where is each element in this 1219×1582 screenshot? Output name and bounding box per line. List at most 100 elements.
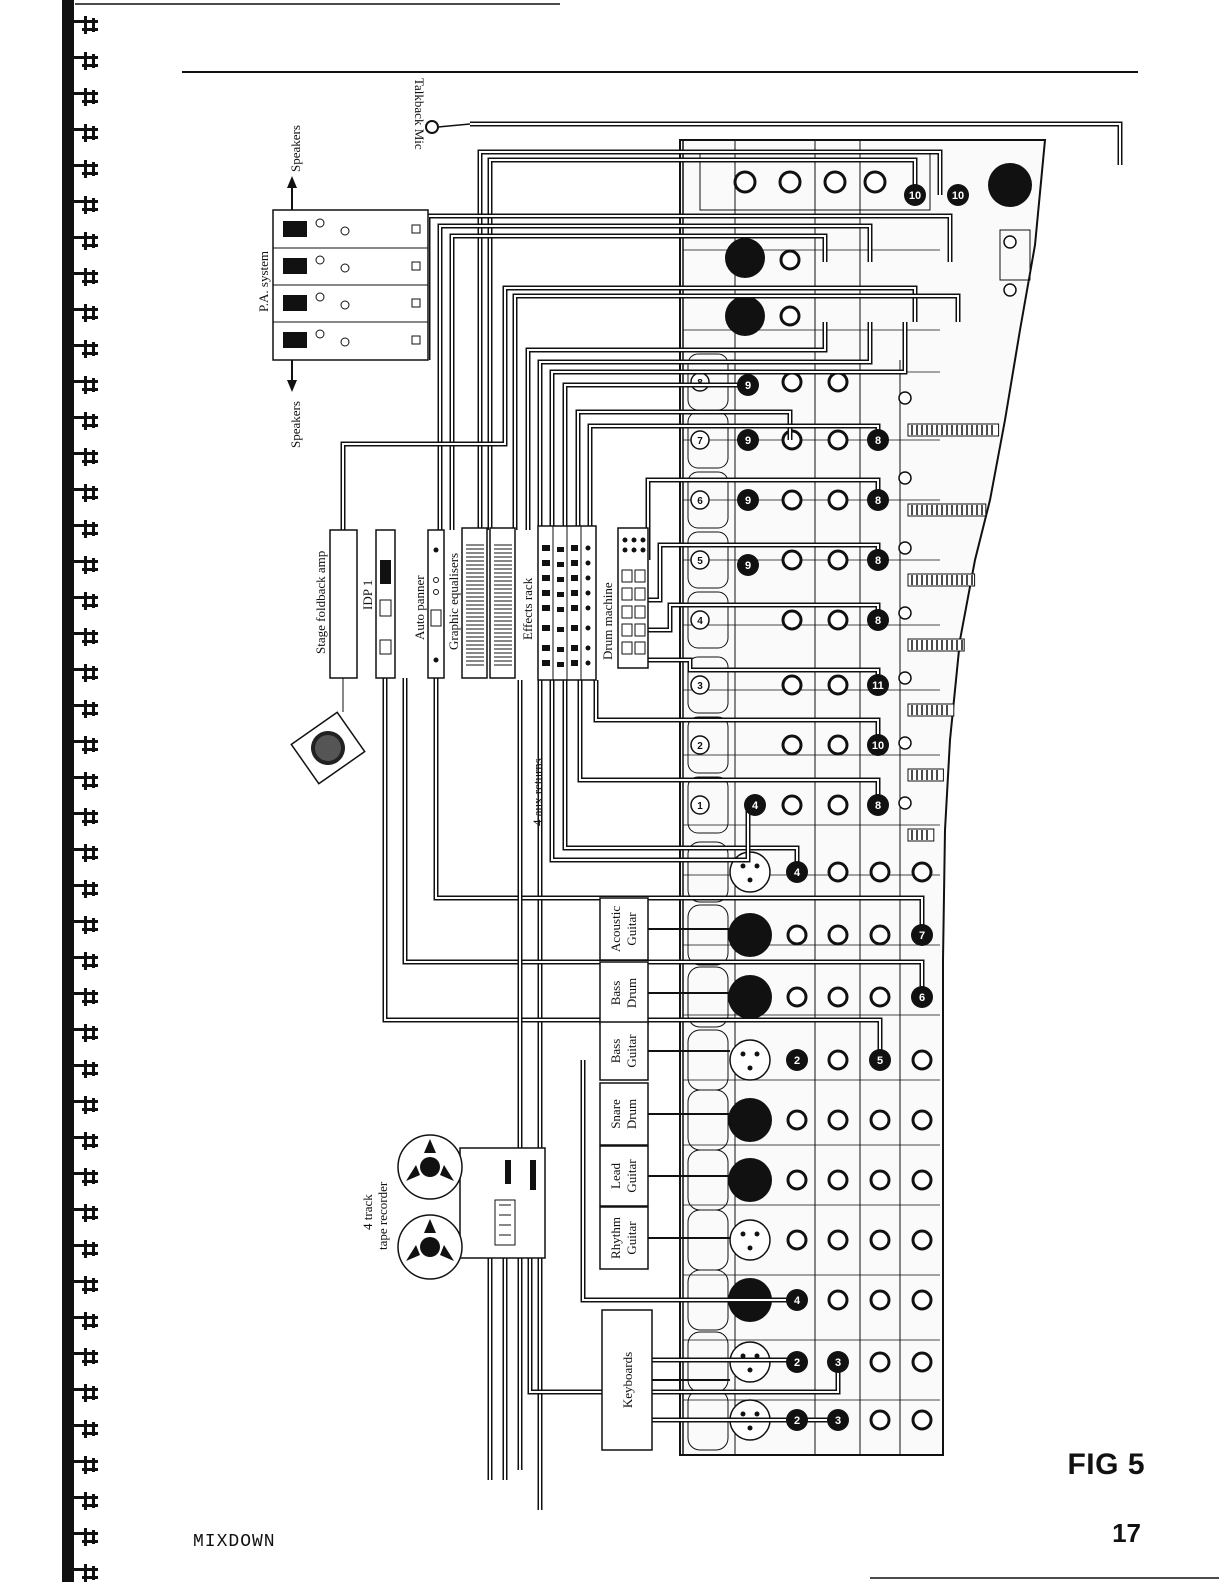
xlr-socket[interactable]	[729, 1219, 771, 1261]
mic-input-knob[interactable]	[728, 975, 772, 1019]
svg-text:3: 3	[835, 1357, 841, 1369]
aux-line-jack[interactable]	[827, 429, 849, 451]
tape-tag[interactable]: 9	[737, 489, 759, 511]
aux-returns-label: 4 aux returns	[530, 758, 545, 826]
line-tag[interactable]: 4	[786, 1289, 808, 1311]
direct-out-jack[interactable]	[911, 1229, 933, 1251]
upper-channel-3: 3	[687, 656, 849, 714]
tape-tag[interactable]: 9	[737, 374, 759, 396]
aux-line-tag[interactable]: 8	[867, 609, 889, 631]
send-return-jack[interactable]	[869, 861, 891, 883]
tape-jack[interactable]	[781, 674, 803, 696]
tape-jack[interactable]	[827, 1169, 849, 1191]
line-jack[interactable]	[786, 1169, 808, 1191]
tape-jack[interactable]	[781, 371, 803, 393]
tape-jack[interactable]	[827, 986, 849, 1008]
aux-line-jack[interactable]	[827, 674, 849, 696]
send-return-jack[interactable]	[869, 1169, 891, 1191]
return-tag[interactable]: 10	[904, 184, 926, 206]
right-output-knob[interactable]	[725, 296, 765, 336]
aux-line-jack[interactable]	[827, 549, 849, 571]
line-jack[interactable]	[786, 986, 808, 1008]
speaker-arrows: Speakers Speakers	[287, 125, 303, 448]
direct-out-tag[interactable]: 5	[869, 1049, 891, 1071]
mic-input-knob[interactable]	[728, 1098, 772, 1142]
auto-panner: Auto panner	[412, 529, 445, 679]
tape-jack[interactable]	[827, 1109, 849, 1131]
aux-line-tag[interactable]: 8	[867, 549, 889, 571]
left-output-knob[interactable]	[725, 238, 765, 278]
tape-tag[interactable]: 9	[737, 554, 759, 576]
aux-line-tag[interactable]: 8	[867, 429, 889, 451]
pa-system: P.A. system	[256, 209, 429, 361]
aux-line-jack[interactable]	[827, 371, 849, 393]
mic-input-knob[interactable]	[728, 913, 772, 957]
send-return-jack[interactable]	[869, 1229, 891, 1251]
direct-out-jack[interactable]	[911, 1351, 933, 1373]
aux-line-tag[interactable]: 10	[867, 734, 889, 756]
line-jack[interactable]	[786, 1109, 808, 1131]
instrument-label-1: Acoustic	[608, 906, 623, 952]
tape-jack[interactable]	[827, 924, 849, 946]
xlr-socket[interactable]	[729, 1039, 771, 1081]
mic-input-knob[interactable]	[728, 1158, 772, 1202]
send-return-jack[interactable]	[869, 1351, 891, 1373]
tape-jack[interactable]	[827, 1289, 849, 1311]
direct-out-tag[interactable]: 7	[911, 924, 933, 946]
return-tag[interactable]: 10	[947, 184, 969, 206]
line-jack[interactable]	[786, 1229, 808, 1251]
svg-text:6: 6	[919, 992, 925, 1004]
line-tag[interactable]: 2	[786, 1049, 808, 1071]
aux-line-jack[interactable]	[827, 794, 849, 816]
aux-line-jack[interactable]	[827, 734, 849, 756]
svg-text:8: 8	[875, 555, 881, 567]
line-tag[interactable]: 4	[786, 861, 808, 883]
direct-out-jack[interactable]	[911, 1109, 933, 1131]
direct-out-tag[interactable]: 6	[911, 986, 933, 1008]
direct-out-jack[interactable]	[911, 1169, 933, 1191]
tape-tag[interactable]: 3	[827, 1351, 849, 1373]
aux-line-jack[interactable]	[827, 489, 849, 511]
tape-tag[interactable]: 4	[744, 794, 766, 816]
tape-jack[interactable]	[781, 734, 803, 756]
tape-tag[interactable]: 3	[827, 1409, 849, 1431]
tape-jack[interactable]	[781, 609, 803, 631]
tape-tag[interactable]: 9	[737, 429, 759, 451]
instrument-label-2: Guitar	[624, 1034, 639, 1068]
direct-out-jack[interactable]	[911, 1409, 933, 1431]
send-return-jack[interactable]	[869, 1409, 891, 1431]
direct-out-jack[interactable]	[911, 861, 933, 883]
talkback-label: Talkback Mic	[412, 78, 427, 150]
tape-jack[interactable]	[781, 489, 803, 511]
send-return-jack[interactable]	[869, 924, 891, 946]
tape-jack[interactable]	[827, 1049, 849, 1071]
upper-channel-4: 4	[687, 591, 849, 649]
svg-text:8: 8	[875, 800, 881, 812]
direct-out-jack[interactable]	[911, 1049, 933, 1071]
aux-line-tag[interactable]: 11	[867, 674, 889, 696]
line-tag[interactable]: 2	[786, 1409, 808, 1431]
tape-jack[interactable]	[827, 1229, 849, 1251]
talkback-button[interactable]	[988, 163, 1032, 207]
line-tag[interactable]: 2	[786, 1351, 808, 1373]
line-jack[interactable]	[786, 924, 808, 946]
tape-jack[interactable]	[781, 794, 803, 816]
input-channel	[687, 1149, 933, 1211]
upper-channel-number: 5	[697, 556, 703, 567]
upper-channel-number: 7	[697, 436, 703, 447]
tape-jack[interactable]	[781, 549, 803, 571]
aux-line-tag[interactable]: 8	[867, 794, 889, 816]
running-title: MIXDOWN	[193, 1532, 276, 1552]
aux-line-tag[interactable]: 8	[867, 489, 889, 511]
master-section	[699, 149, 1032, 336]
send-return-jack[interactable]	[869, 986, 891, 1008]
instrument-label-1: Lead	[608, 1163, 623, 1189]
send-return-jack[interactable]	[869, 1289, 891, 1311]
aux-line-jack[interactable]	[827, 609, 849, 631]
tape-jack[interactable]	[827, 861, 849, 883]
upper-channel-7: 7	[687, 411, 849, 469]
direct-out-jack[interactable]	[911, 1289, 933, 1311]
instrument-label-2: Guitar	[624, 1221, 639, 1255]
send-return-jack[interactable]	[869, 1109, 891, 1131]
